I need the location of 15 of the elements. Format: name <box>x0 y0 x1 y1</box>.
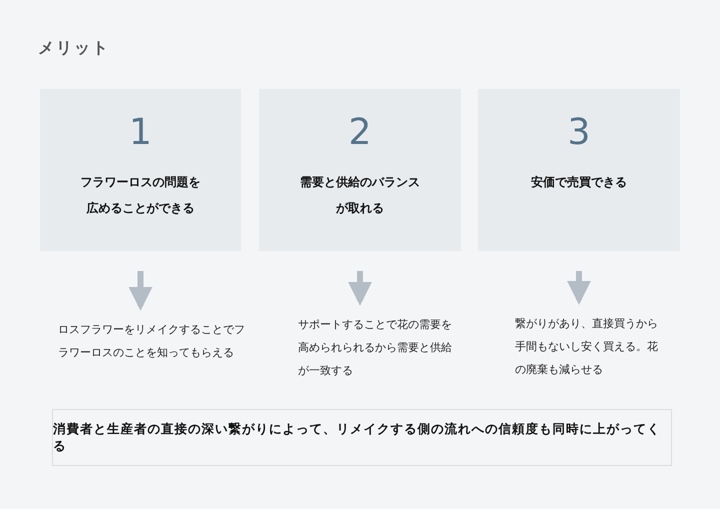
down-arrow <box>348 271 372 306</box>
down-arrow <box>128 271 152 311</box>
description-text: 繋がりがあり、直接買うから手間もないし安く買える。花の廃棄も減らせる <box>515 312 660 381</box>
card-number: 3 <box>568 111 590 155</box>
card-number: 1 <box>129 111 152 155</box>
card-number: 2 <box>348 111 372 155</box>
description-text: ロスフラワーをリメイクすることでフラワーロスのことを知ってもらえる <box>58 318 254 364</box>
section-title: メリット <box>38 38 110 59</box>
summary-text: 消費者と生産者の直接の深い繋がりによって、リメイクする側の流れへの信頼度も同時に上がってくる <box>53 420 662 454</box>
description-text: サポートすることで花の需要を高められられるから需要と供給が一致する <box>298 313 458 382</box>
card-heading: 安価で売買できる <box>530 174 628 191</box>
card-heading: 需要と供給のバランスが取れる <box>299 174 421 217</box>
down-arrow <box>567 271 591 305</box>
summary-box <box>52 409 672 466</box>
card-heading: フラワーロスの問題を広めることができる <box>80 174 202 217</box>
